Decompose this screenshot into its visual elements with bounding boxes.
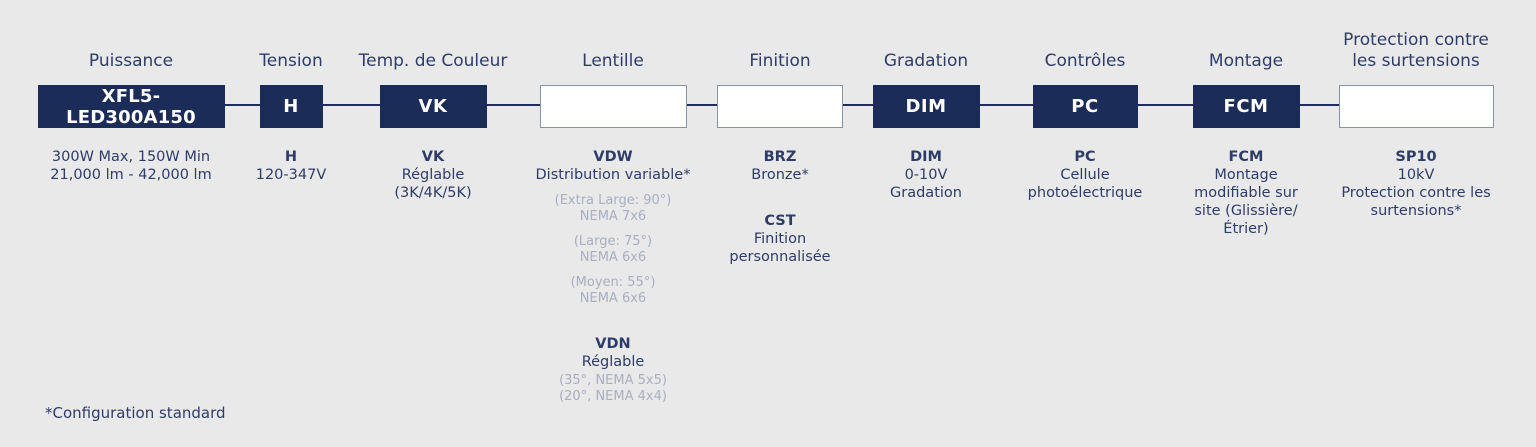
column-label: Temp. de Couleur [358, 51, 508, 71]
column-descriptions: VK Réglable (3K/4K/5K) [353, 148, 513, 202]
option-code: BRZ [763, 149, 797, 165]
column-label: Contrôles [1044, 51, 1126, 71]
column-montage: Montage FCM FCM Montage modifiable sur s… [1183, 0, 1309, 238]
option-block: BRZ Bronze* [707, 148, 853, 184]
option-note: (Large: 75°) NEMA 6x6 [573, 234, 653, 265]
column-label: Finition [749, 51, 811, 71]
option-desc: Distribution variable* [535, 167, 691, 183]
code-box-filled: DIM [872, 85, 980, 128]
column-label: Gradation [883, 51, 969, 71]
option-desc: 300W Max, 150W Min 21,000 lm - 42,000 lm [50, 149, 212, 183]
column-lentille: Lentille VDW Distribution variable* (Ext… [518, 0, 708, 405]
code-box-filled: XFL5-LED300A150 [37, 85, 225, 128]
option-block: VK Réglable (3K/4K/5K) [353, 148, 513, 202]
column-gradation: Gradation DIM DIM 0-10V Gradation [861, 0, 991, 202]
column-descriptions: SP10 10kV Protection contre les surtensi… [1331, 148, 1501, 220]
option-code: VDN [595, 336, 631, 352]
option-code: FCM [1228, 149, 1264, 165]
column-descriptions: BRZ Bronze* CST Finition personnalisée [707, 148, 853, 266]
option-desc: Réglable (3K/4K/5K) [394, 167, 472, 201]
column-finition: Finition BRZ Bronze* CST Finition person… [707, 0, 853, 266]
option-code: VK [421, 149, 445, 165]
option-desc: Bronze* [751, 167, 809, 183]
column-puissance: Puissance XFL5-LED300A150 300W Max, 150W… [16, 0, 246, 184]
column-controles: Contrôles PC PC Cellule photoélectrique [1010, 0, 1160, 202]
column-label: Puissance [88, 51, 174, 71]
option-desc: 0-10V Gradation [890, 167, 962, 201]
code-box-filled: PC [1032, 85, 1138, 128]
option-block: VDN Réglable (35°, NEMA 5x5) (20°, NEMA … [518, 335, 708, 405]
option-desc: Cellule photoélectrique [1027, 167, 1143, 201]
code-box-filled: VK [379, 85, 487, 128]
column-descriptions: PC Cellule photoélectrique [1010, 148, 1160, 202]
option-note: (Moyen: 55°) NEMA 6x6 [570, 275, 656, 306]
option-block: H 120-347V [246, 148, 336, 184]
option-code: SP10 [1395, 149, 1437, 165]
option-desc: Montage modifiable sur site (Glissière/ … [1194, 167, 1298, 237]
option-code: DIM [910, 149, 942, 165]
column-descriptions: 300W Max, 150W Min 21,000 lm - 42,000 lm [16, 148, 246, 184]
option-desc: 10kV Protection contre les surtensions* [1341, 167, 1491, 219]
column-descriptions: VDW Distribution variable* (Extra Large:… [518, 148, 708, 405]
option-code: PC [1074, 149, 1096, 165]
option-block: PC Cellule photoélectrique [1010, 148, 1160, 202]
column-descriptions: H 120-347V [246, 148, 336, 184]
option-code: VDW [593, 149, 633, 165]
option-block: CST Finition personnalisée [707, 212, 853, 266]
column-tension: Tension H H 120-347V [246, 0, 336, 184]
column-descriptions: DIM 0-10V Gradation [861, 148, 991, 202]
footnote: *Configuration standard [45, 404, 226, 422]
option-desc: 120-347V [255, 167, 327, 183]
option-note: (35°, NEMA 5x5) (20°, NEMA 4x4) [559, 373, 667, 404]
column-temp-couleur: Temp. de Couleur VK VK Réglable (3K/4K/5… [353, 0, 513, 202]
column-label: Montage [1208, 51, 1284, 71]
option-desc: Finition personnalisée [729, 231, 831, 265]
column-label: Protection contre les surtensions [1343, 30, 1489, 71]
code-box-filled: FCM [1192, 85, 1300, 128]
code-box-filled: H [259, 85, 323, 128]
column-label: Lentille [582, 51, 644, 71]
code-box-empty [539, 85, 687, 128]
code-box-empty [1338, 85, 1494, 128]
option-block: DIM 0-10V Gradation [861, 148, 991, 202]
option-block: FCM Montage modifiable sur site (Glissiè… [1183, 148, 1309, 238]
option-block: SP10 10kV Protection contre les surtensi… [1331, 148, 1501, 220]
column-protection-surtensions: Protection contre les surtensions SP10 1… [1331, 0, 1501, 220]
option-code: H [284, 149, 298, 165]
code-box-empty [717, 85, 843, 128]
option-code: CST [764, 213, 796, 229]
option-desc: Réglable [581, 354, 645, 370]
option-note: (Extra Large: 90°) NEMA 7x6 [554, 193, 672, 224]
option-block: VDW Distribution variable* (Extra Large:… [518, 148, 708, 307]
column-label: Tension [259, 51, 323, 71]
column-descriptions: FCM Montage modifiable sur site (Glissiè… [1183, 148, 1309, 238]
